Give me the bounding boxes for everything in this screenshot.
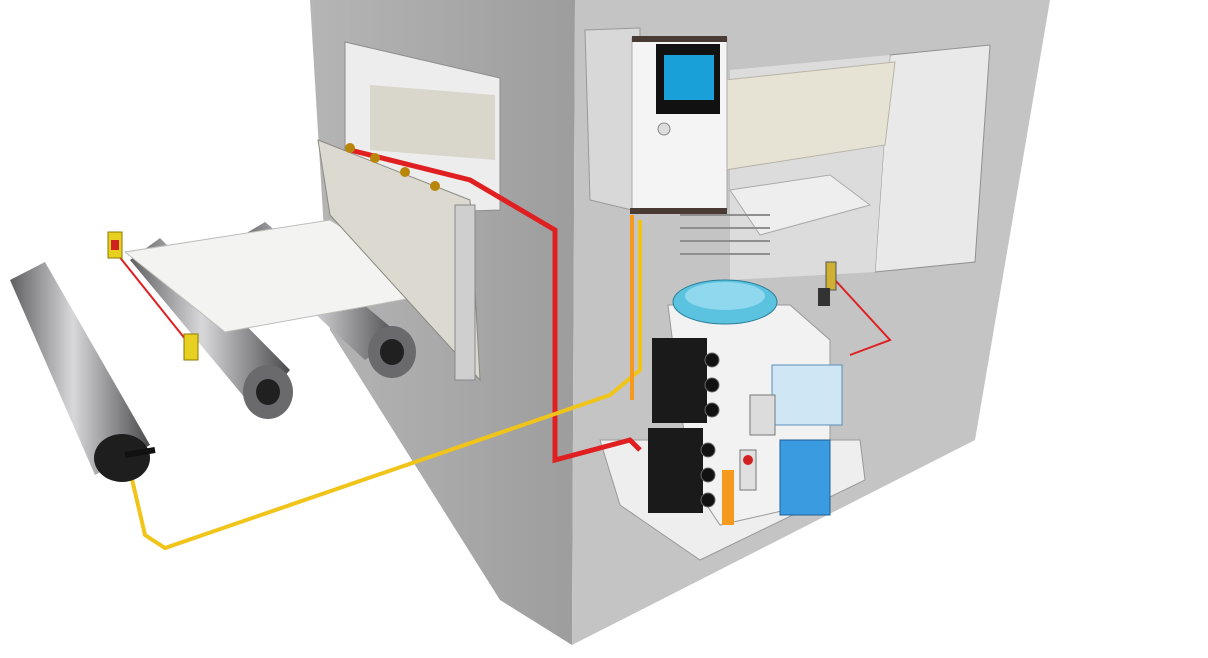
filter-regulator <box>722 449 757 525</box>
roller-front <box>10 262 156 482</box>
yellow-power-cable <box>126 220 642 551</box>
red-sensor-wire <box>117 254 191 346</box>
inner-beam <box>370 85 495 160</box>
sensor-bar <box>317 139 481 382</box>
rail-slats <box>680 214 770 255</box>
control-cabinet <box>584 27 728 214</box>
valve-manifold <box>648 338 720 513</box>
red-signal-cable <box>349 147 642 464</box>
sensor-bottom <box>183 333 199 361</box>
spray-nozzle <box>818 261 837 306</box>
sensor-led <box>111 240 119 250</box>
key-lock-icon <box>657 122 671 136</box>
red-nozzle-wire <box>834 279 892 356</box>
lower-block <box>729 174 872 236</box>
solenoid-valves <box>749 364 843 516</box>
